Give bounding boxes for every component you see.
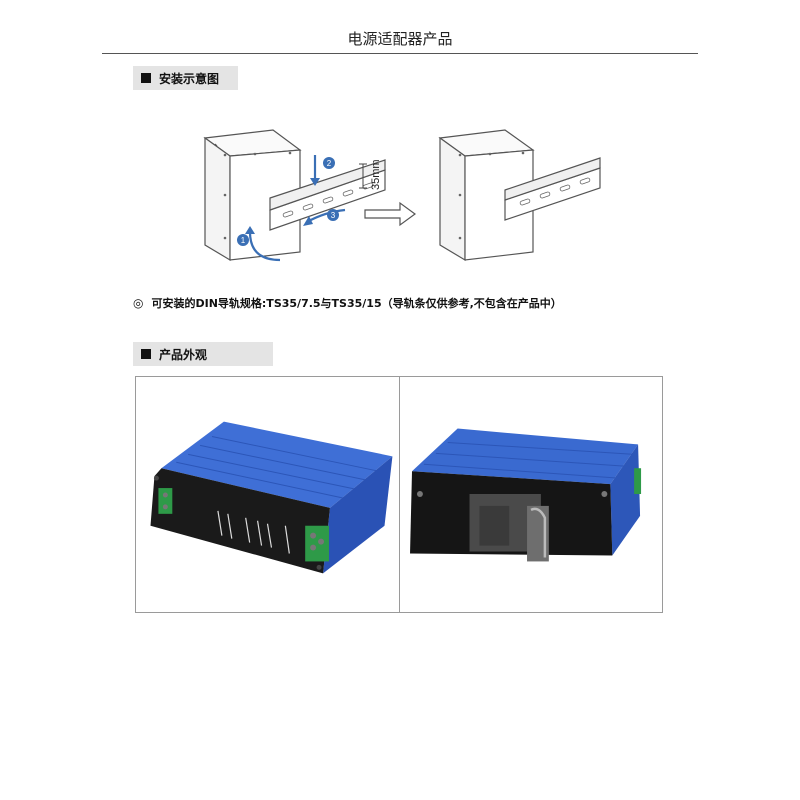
terminal-block-side [634, 468, 642, 495]
product-photo-front [136, 377, 399, 612]
terminal-block-left [158, 488, 173, 514]
page-title: 电源适配器产品 [347, 30, 453, 48]
step-markers [237, 157, 339, 246]
section-install-heading: 安装示意图 [133, 66, 238, 90]
arrow-heads [245, 178, 320, 234]
title-divider [102, 53, 698, 54]
terminal-block-right [305, 525, 329, 562]
din-rail-clip [469, 494, 549, 562]
heat-sink-fins [176, 436, 379, 499]
heat-sink-fins [423, 441, 635, 479]
step-3-label: 3 [331, 211, 336, 220]
rail-right [504, 157, 601, 221]
front-label-markings [217, 510, 290, 554]
product-photo-rear [399, 377, 662, 612]
power-supply-front-image [150, 421, 393, 574]
rail-left-slots [282, 182, 374, 218]
step-1-label: 1 [241, 236, 246, 245]
square-bullet-icon [141, 349, 151, 359]
product-photo-grid [135, 376, 663, 613]
section-install-label: 安装示意图 [159, 71, 220, 86]
din-rail-note: ◎ 可安装的DIN导轨规格:TS35/7.5与TS35/15（导轨条仅供参考,不… [133, 295, 693, 311]
rail-dimension-label: 35mm [370, 159, 382, 190]
power-supply-rear-image [410, 428, 642, 562]
square-bullet-icon [141, 73, 151, 83]
double-circle-bullet-icon: ◎ [133, 296, 144, 310]
transition-arrow-icon [364, 201, 417, 227]
install-diagram-svg: 35mm 2 3 1 [203, 129, 601, 262]
device-left-screws [223, 151, 292, 240]
section-appearance-label: 产品外观 [159, 347, 208, 362]
section-appearance-heading: 产品外观 [133, 342, 273, 366]
dimension-marker [359, 163, 367, 189]
device-right-screws [458, 151, 525, 240]
rail-right-slots [519, 177, 591, 206]
din-rail-install-diagram: 35mm 2 3 1 [195, 120, 615, 280]
device-right [438, 129, 535, 262]
step-2-label: 2 [327, 159, 332, 168]
din-rail-note-text: 可安装的DIN导轨规格:TS35/7.5与TS35/15（导轨条仅供参考,不包含… [151, 297, 562, 310]
